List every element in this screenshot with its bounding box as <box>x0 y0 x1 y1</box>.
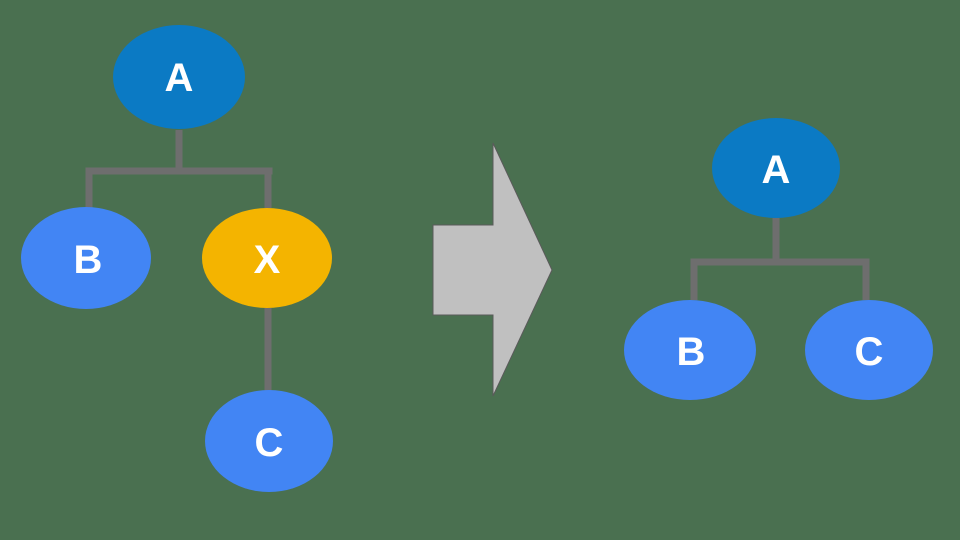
node-c-after-shape <box>805 300 933 400</box>
node-b-before[interactable]: B <box>21 207 151 309</box>
after-tree-connectors <box>690 218 870 300</box>
node-a-before-shape <box>113 25 245 129</box>
node-a-after-shape <box>712 118 840 218</box>
node-b-after-label: B <box>677 330 706 374</box>
node-b-after[interactable]: B <box>624 300 756 400</box>
before-tree-connectors <box>85 130 273 391</box>
node-c-before[interactable]: C <box>205 390 333 492</box>
right-arrow-icon <box>432 142 553 397</box>
node-b-before-label: B <box>74 238 103 282</box>
node-c-after[interactable]: C <box>805 300 933 400</box>
node-a-after[interactable]: A <box>712 118 840 218</box>
node-b-before-shape <box>21 207 151 309</box>
node-x-before-label: X <box>254 238 281 282</box>
node-b-after-shape <box>624 300 756 400</box>
node-x-before-shape <box>202 208 332 308</box>
node-a-after-label: A <box>762 148 791 192</box>
node-x-before[interactable]: X <box>202 208 332 308</box>
node-c-after-label: C <box>855 330 884 374</box>
node-c-before-label: C <box>255 421 284 465</box>
edge-a-to-b-after <box>690 218 870 300</box>
node-a-before[interactable]: A <box>113 25 245 129</box>
after-tree-nodes: A B C <box>624 118 933 400</box>
edge-a-to-b-before <box>85 130 273 208</box>
node-a-before-label: A <box>165 56 194 100</box>
before-tree-nodes: A B X C <box>21 25 333 492</box>
node-c-before-shape <box>205 390 333 492</box>
